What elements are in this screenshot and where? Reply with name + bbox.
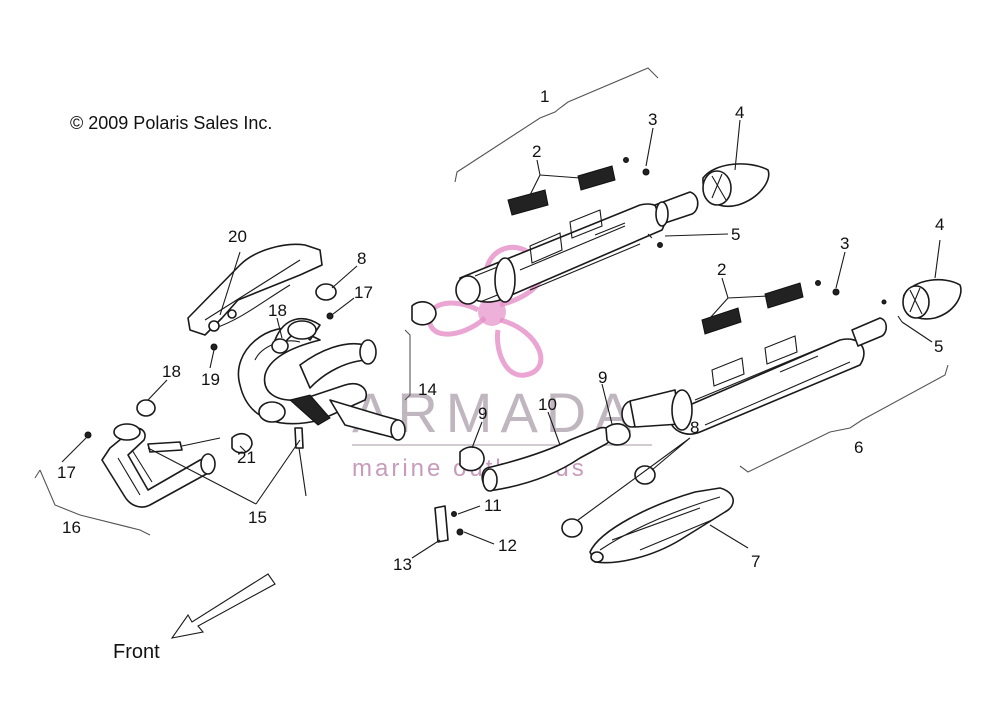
rear-header-pipe xyxy=(101,423,216,508)
lower-heat-pads xyxy=(701,282,804,335)
leader-lines xyxy=(61,119,941,559)
o2-sensor-15-right xyxy=(294,427,304,449)
upper-heat-pads xyxy=(507,165,616,216)
callout-9-right: 9 xyxy=(598,368,607,387)
clamp-9-left xyxy=(459,446,485,472)
callout-5-lower: 5 xyxy=(934,337,943,356)
lower-tip xyxy=(902,279,962,320)
o2-sensor-15-left xyxy=(147,441,183,453)
callout-labels: 1 2 3 4 5 2 3 4 5 6 7 8 8 9 9 10 11 12 1… xyxy=(57,87,944,574)
gasket-18-left xyxy=(136,399,156,417)
callout-11: 11 xyxy=(484,496,502,515)
clamps-and-rings xyxy=(84,283,656,543)
header-lower-pipe xyxy=(101,427,215,508)
ring-8-lower-a xyxy=(634,465,656,485)
clamp-14 xyxy=(411,301,437,326)
callout-2-lower: 2 xyxy=(717,260,726,279)
callout-17-left: 17 xyxy=(57,463,76,482)
header-flange xyxy=(288,394,331,426)
callout-21: 21 xyxy=(237,448,256,467)
upper-screw-3b xyxy=(623,157,629,163)
nut-17-upper xyxy=(326,312,334,320)
callout-9-left: 9 xyxy=(478,404,487,423)
callout-3-lower: 3 xyxy=(840,234,849,253)
callout-14: 14 xyxy=(418,380,437,399)
brace-14 xyxy=(404,329,411,401)
front-header-pipe xyxy=(237,318,406,441)
callout-19: 19 xyxy=(201,370,220,389)
copyright-text: © 2009 Polaris Sales Inc. xyxy=(70,113,272,133)
callout-5-upper: 5 xyxy=(731,225,740,244)
callout-4-lower: 4 xyxy=(935,215,944,234)
callout-8-right: 8 xyxy=(690,418,699,437)
upper-screw-3 xyxy=(642,168,650,176)
ring-8-upper xyxy=(315,283,337,301)
clamp-9-right xyxy=(605,423,631,446)
upper-muffler xyxy=(455,191,699,305)
callout-3-upper: 3 xyxy=(648,110,657,129)
lower-muffler xyxy=(621,317,888,435)
upper-muffler-body xyxy=(459,203,666,303)
bolt-12 xyxy=(456,528,464,536)
callout-2-upper: 2 xyxy=(532,142,541,161)
callout-7: 7 xyxy=(751,552,760,571)
callout-16: 16 xyxy=(62,518,81,537)
callout-4-upper: 4 xyxy=(735,103,744,122)
gasket-18-right xyxy=(271,338,289,354)
front-arrow-icon xyxy=(170,573,276,639)
callout-18-right: 18 xyxy=(268,301,287,320)
propeller-blade-3 xyxy=(427,300,487,337)
lower-muffler-body xyxy=(669,338,865,435)
propeller-blade-2 xyxy=(494,317,544,378)
heat-shield-20 xyxy=(187,243,323,336)
callout-6: 6 xyxy=(854,438,863,457)
callout-1: 1 xyxy=(540,87,549,106)
lower-muffler-outlet xyxy=(851,317,888,347)
upper-muffler-inlet xyxy=(455,275,481,305)
callout-12: 12 xyxy=(498,536,517,555)
callout-8-left: 8 xyxy=(357,249,366,268)
upper-tip xyxy=(702,163,770,207)
lower-screw-5 xyxy=(897,315,903,323)
bracket-13 xyxy=(434,505,449,543)
upper-screw-5 xyxy=(647,233,653,239)
callout-10: 10 xyxy=(538,395,557,414)
callout-17-upper: 17 xyxy=(354,283,373,302)
brace-6 xyxy=(739,364,949,473)
heat-shield-7 xyxy=(589,487,734,564)
ring-8-lower-b xyxy=(561,518,583,538)
lower-screw-3 xyxy=(832,288,840,296)
clamp-21 xyxy=(231,432,253,454)
midpipe-10 xyxy=(481,426,613,492)
front-label: Front xyxy=(113,641,160,663)
callout-20: 20 xyxy=(228,227,247,246)
nut-17-left xyxy=(84,431,92,439)
front-arrow xyxy=(170,573,276,639)
brace-16 xyxy=(34,469,151,536)
brace-1 xyxy=(454,67,659,183)
callout-15: 15 xyxy=(248,508,267,527)
bolt-11 xyxy=(451,511,457,517)
lower-heatshield-slot xyxy=(711,357,745,387)
upper-heatshield-slot xyxy=(529,232,563,264)
nut-19 xyxy=(210,343,218,351)
callout-18-left: 18 xyxy=(162,362,181,381)
callout-13: 13 xyxy=(393,555,412,574)
propeller-hub xyxy=(478,298,506,326)
